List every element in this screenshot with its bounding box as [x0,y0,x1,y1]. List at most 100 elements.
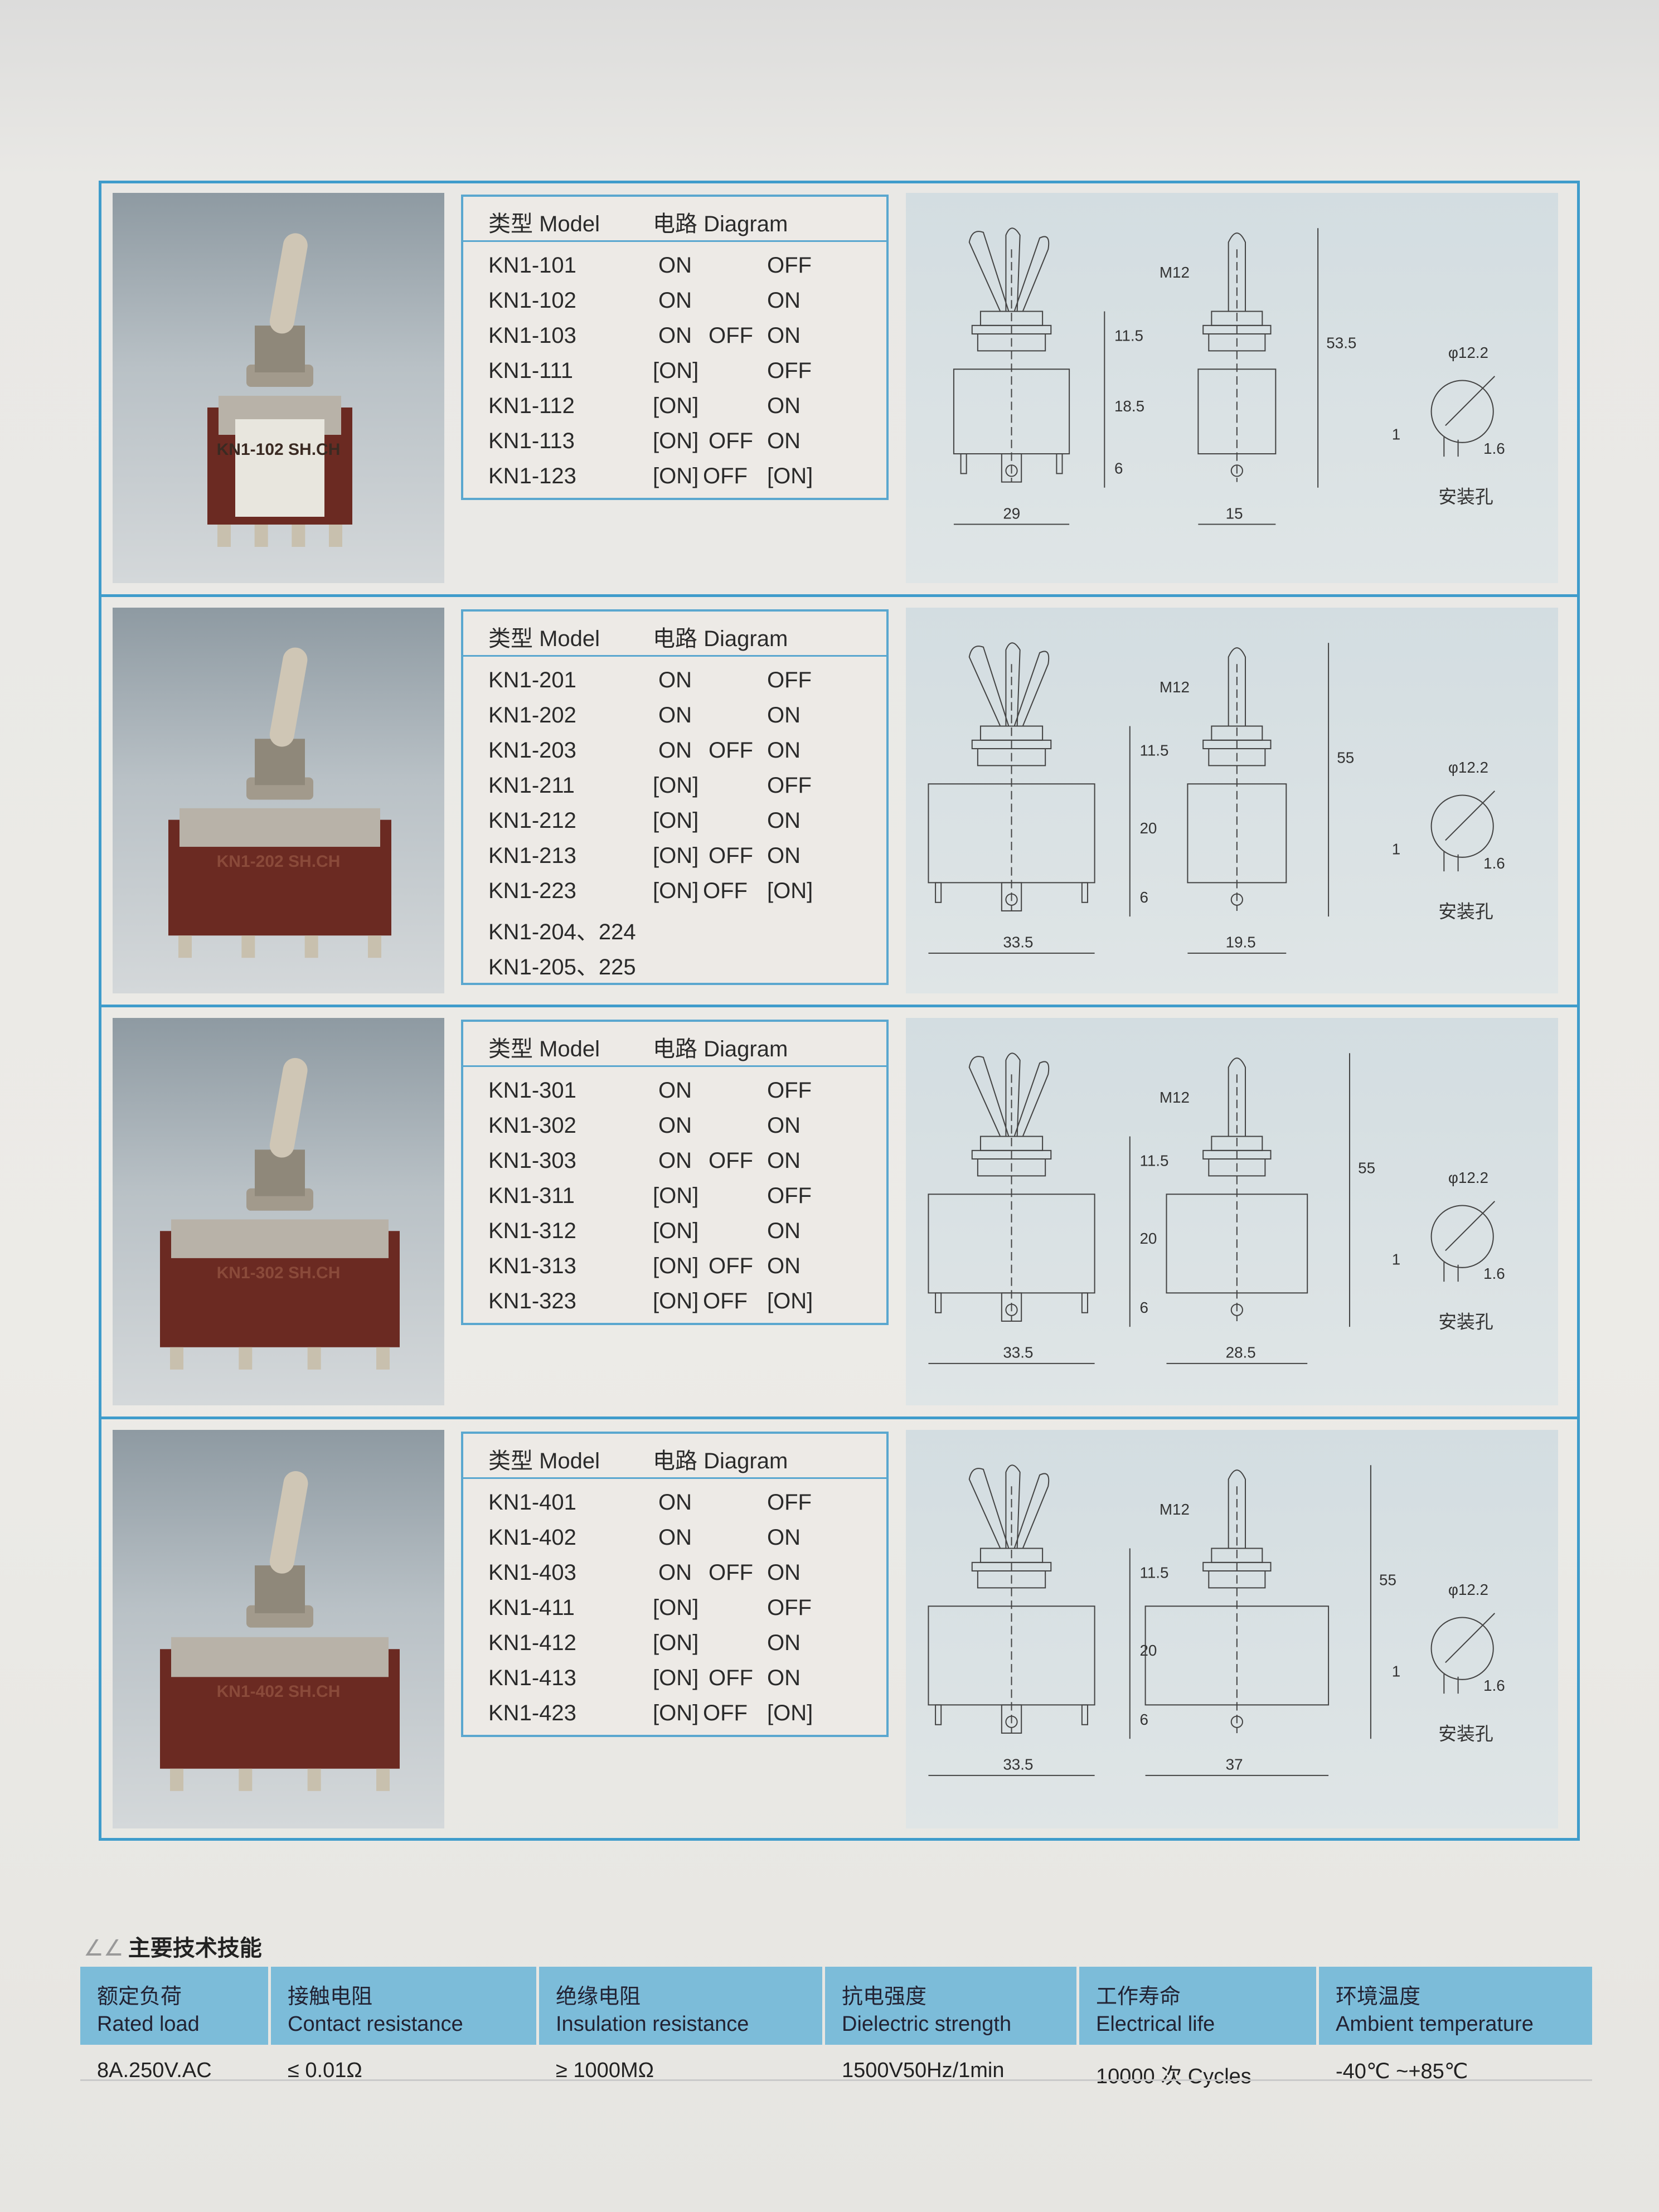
thread-size-label: M12 [1160,1501,1190,1518]
table-row: KN1-112[ON]ON [463,388,886,423]
state-cell: OFF [709,1148,753,1173]
side-width-label: 19.5 [1226,934,1256,951]
bushing-height-label: 11.5 [1139,1564,1168,1582]
flat-dimension-label: 1 [1392,426,1400,443]
side-width-label: 15 [1226,505,1243,522]
model-cell: KN1-402 [488,1525,576,1550]
state-cell: ON [767,1219,801,1243]
product-photo: KN1-102 SH.CH [113,193,444,583]
flat-dimension-label: 1 [1392,841,1400,858]
column-header-model: 类型 Model [488,212,600,236]
body-height-label: 20 [1139,1642,1157,1659]
state-cell: [ON] [767,1701,813,1725]
flat-dimension-label: 1 [1392,1663,1400,1680]
model-cell: KN1-111 [488,358,573,383]
body-width-label: 33.5 [1003,1756,1033,1773]
table-row: KN1-312[ON]ON [463,1213,886,1248]
model-cell: KN1-223 [488,879,576,903]
terminal-height-label: 6 [1139,1711,1148,1728]
state-cell: ON [767,808,801,833]
section-divider [99,1005,1580,1007]
column-header-model: 类型 Model [488,627,600,651]
state-cell: OFF [767,668,812,692]
state-cell: [ON] [653,429,699,453]
state-cell: ON [767,738,801,763]
state-cell: [ON] [767,879,813,903]
state-cell: [ON] [767,464,813,488]
table-row: KN1-223[ON]OFF[ON] [463,873,886,908]
catalog-frame [99,181,1580,1841]
model-cell: KN1-312 [488,1219,576,1243]
state-cell: [ON] [653,1666,699,1690]
model-cell: KN1-313 [488,1254,576,1278]
spec-value: ≤ 0.01Ω [288,2059,362,2082]
spec-value: 1500V50Hz/1min [842,2059,1005,2082]
column-header-diagram: 电路 Diagram [653,212,788,236]
model-cell: KN1-311 [488,1183,575,1208]
table-row: KN1-111[ON]OFF [463,353,886,388]
photo-label-text: KN1-302 SH.CH [216,1263,341,1282]
terminal-height-label: 6 [1139,889,1148,906]
hole-diameter-label: φ12.2 [1448,1169,1488,1186]
section-divider [99,1417,1580,1419]
state-cell: [ON] [653,358,699,383]
key-dimension-label: 1.6 [1483,1677,1505,1694]
table-row: KN1-204、224 [463,908,886,944]
state-cell: ON [767,429,801,453]
state-cell: [ON] [653,1631,699,1655]
state-cell: ON [767,1631,801,1655]
bushing-height-label: 11.5 [1139,742,1168,759]
state-cell: [ON] [653,1289,699,1313]
state-cell: ON [767,288,801,313]
state-cell: ON [658,1525,692,1550]
state-cell: OFF [767,253,812,278]
table-row: KN1-123[ON]OFF[ON] [463,458,886,493]
state-cell: OFF [767,1595,812,1620]
body-height-label: 20 [1139,1230,1157,1247]
spec-value: 8A.250V.AC [97,2059,212,2082]
mounting-hole-label: 安装孔 [1438,901,1493,922]
spec-label-en: Electrical life [1096,2012,1215,2036]
table-header: 类型 Model 电路 Diagram [463,197,886,242]
photo-label-text: KN1-202 SH.CH [216,852,341,871]
state-cell: OFF [767,1183,812,1208]
state-cell: ON [767,1148,801,1173]
spec-label-en: Rated load [97,2012,200,2036]
state-cell: [ON] [653,773,699,798]
state-cell: OFF [703,464,748,488]
table-row: KN1-423[ON]OFF[ON] [463,1695,886,1730]
table-row: KN1-212[ON]ON [463,803,886,838]
spec-label-en: Dielectric strength [842,2012,1012,2036]
state-cell: ON [658,1113,692,1138]
spec-value: 10000 次 Cycles [1096,2065,1251,2088]
model-cell: KN1-423 [488,1701,576,1725]
table-spacer [463,1318,886,1323]
model-cell: KN1-303 [488,1148,576,1173]
table-row: KN1-311 [ON] OFF [463,1178,886,1213]
state-cell: [ON] [653,394,699,418]
state-cell: [ON] [653,879,699,903]
state-cell: [ON] [653,1183,699,1208]
terminal-height-label: 6 [1114,459,1123,477]
